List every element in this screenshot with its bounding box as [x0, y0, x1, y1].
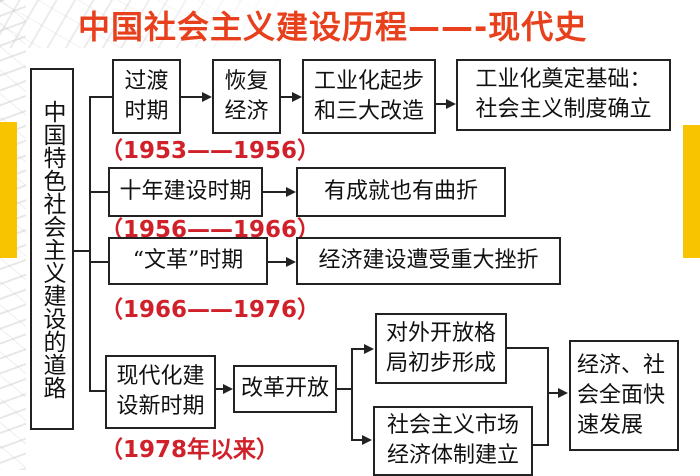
step-1-3-line-1: 工业化奠定基础： [475, 67, 652, 92]
arrow-line [268, 261, 287, 263]
step-1-2-line-1: 工业化起步 [313, 68, 424, 94]
period-1-line-2: 时期 [124, 98, 169, 124]
arrow-line [263, 191, 287, 193]
yellow-accent-left [0, 122, 17, 258]
arrow-line [436, 103, 447, 105]
merge-upper-line [507, 347, 548, 349]
fork-vertical [351, 348, 353, 440]
arrow-right-icon [446, 99, 456, 109]
outcome-line-2: 会全面快 [577, 382, 666, 408]
step-1-1-line-1: 恢复 [224, 68, 269, 94]
outcome-line-3: 速发展 [577, 412, 644, 438]
page-title: 中国社会主义建设历程——-现代史 [78, 8, 588, 46]
step-4-2-line-1: 对外开放格 [385, 320, 496, 346]
step-market-economy-box: 社会主义市场 经济体制建立 [373, 406, 533, 476]
step-2-1-label: 有成就也有曲折 [323, 179, 478, 204]
step-1-3-line-2: 社会主义制度确立 [475, 97, 652, 122]
period-1-line-1: 过渡 [124, 68, 169, 94]
period-2-label: 十年建设时期 [119, 179, 252, 204]
period-4-line-1: 现代化建 [116, 364, 205, 389]
arrow-right-icon [292, 92, 302, 102]
step-recover-economy-box: 恢复 经济 [212, 59, 281, 134]
step-industrialization-start-box: 工业化起步 和三大改造 [302, 59, 436, 134]
step-achievements-and-setbacks-box: 有成就也有曲折 [296, 167, 506, 217]
step-reform-opening-box: 改革开放 [233, 365, 337, 413]
root-node: 中国特色社会主义建设的道路 [30, 68, 74, 430]
fork-lower-line [351, 439, 363, 441]
period-1-dates: （1953——1956） [100, 138, 321, 164]
connector-to-period-2 [89, 191, 108, 193]
arrow-right-icon [286, 257, 296, 267]
step-opening-pattern-box: 对外开放格 局初步形成 [375, 313, 507, 384]
period-cultural-revolution-box: “文革”时期 [108, 237, 268, 285]
period-3-label: “文革”时期 [132, 248, 244, 273]
period-4-dates: （1978年以来） [100, 437, 280, 463]
step-4-3-line-1: 社会主义市场 [386, 413, 519, 438]
period-transition-box: 过渡 时期 [112, 59, 181, 134]
merge-lower-line [533, 444, 548, 446]
step-4-2-line-2: 局初步形成 [385, 350, 496, 376]
fork-upper-line [351, 348, 365, 350]
arrow-right-icon [223, 384, 233, 394]
merge-out-line [547, 392, 559, 394]
bracket-vertical [89, 96, 91, 391]
connector-to-period-1 [89, 96, 112, 98]
arrow-right-icon [364, 344, 374, 354]
arrow-right-icon [286, 187, 296, 197]
arrow-line [216, 388, 224, 390]
step-4-1-label: 改革开放 [240, 376, 329, 401]
period-4-line-2: 设新时期 [116, 394, 205, 419]
fork-connector [337, 388, 351, 390]
step-economy-severe-setback-box: 经济建设遭受重大挫折 [296, 237, 561, 285]
period-modernization-box: 现代化建 设新时期 [105, 355, 216, 429]
arrow-line [281, 96, 293, 98]
connector-root-to-bracket [74, 250, 90, 252]
step-3-1-label: 经济建设遭受重大挫折 [318, 248, 539, 273]
step-1-1-line-2: 经济 [224, 98, 269, 124]
yellow-accent-right [683, 125, 700, 258]
arrow-right-icon [558, 388, 568, 398]
period-ten-year-construction-box: 十年建设时期 [108, 167, 263, 217]
step-1-2-line-2: 和三大改造 [313, 98, 424, 124]
outcome-line-1: 经济、社 [577, 352, 666, 378]
arrow-right-icon [202, 92, 212, 102]
outcome-comprehensive-development-box: 经济、社 会全面快 速发展 [569, 340, 679, 451]
period-3-dates: （1966——1976） [100, 297, 321, 323]
arrow-line [181, 96, 203, 98]
connector-to-period-4 [89, 390, 105, 392]
decorative-pattern-top [0, 0, 300, 48]
merge-vertical [547, 347, 549, 446]
step-socialist-system-established-box: 工业化奠定基础： 社会主义制度确立 [456, 59, 671, 131]
connector-to-period-3 [89, 261, 108, 263]
step-4-3-line-2: 经济体制建立 [386, 443, 519, 468]
arrow-right-icon [362, 435, 372, 445]
